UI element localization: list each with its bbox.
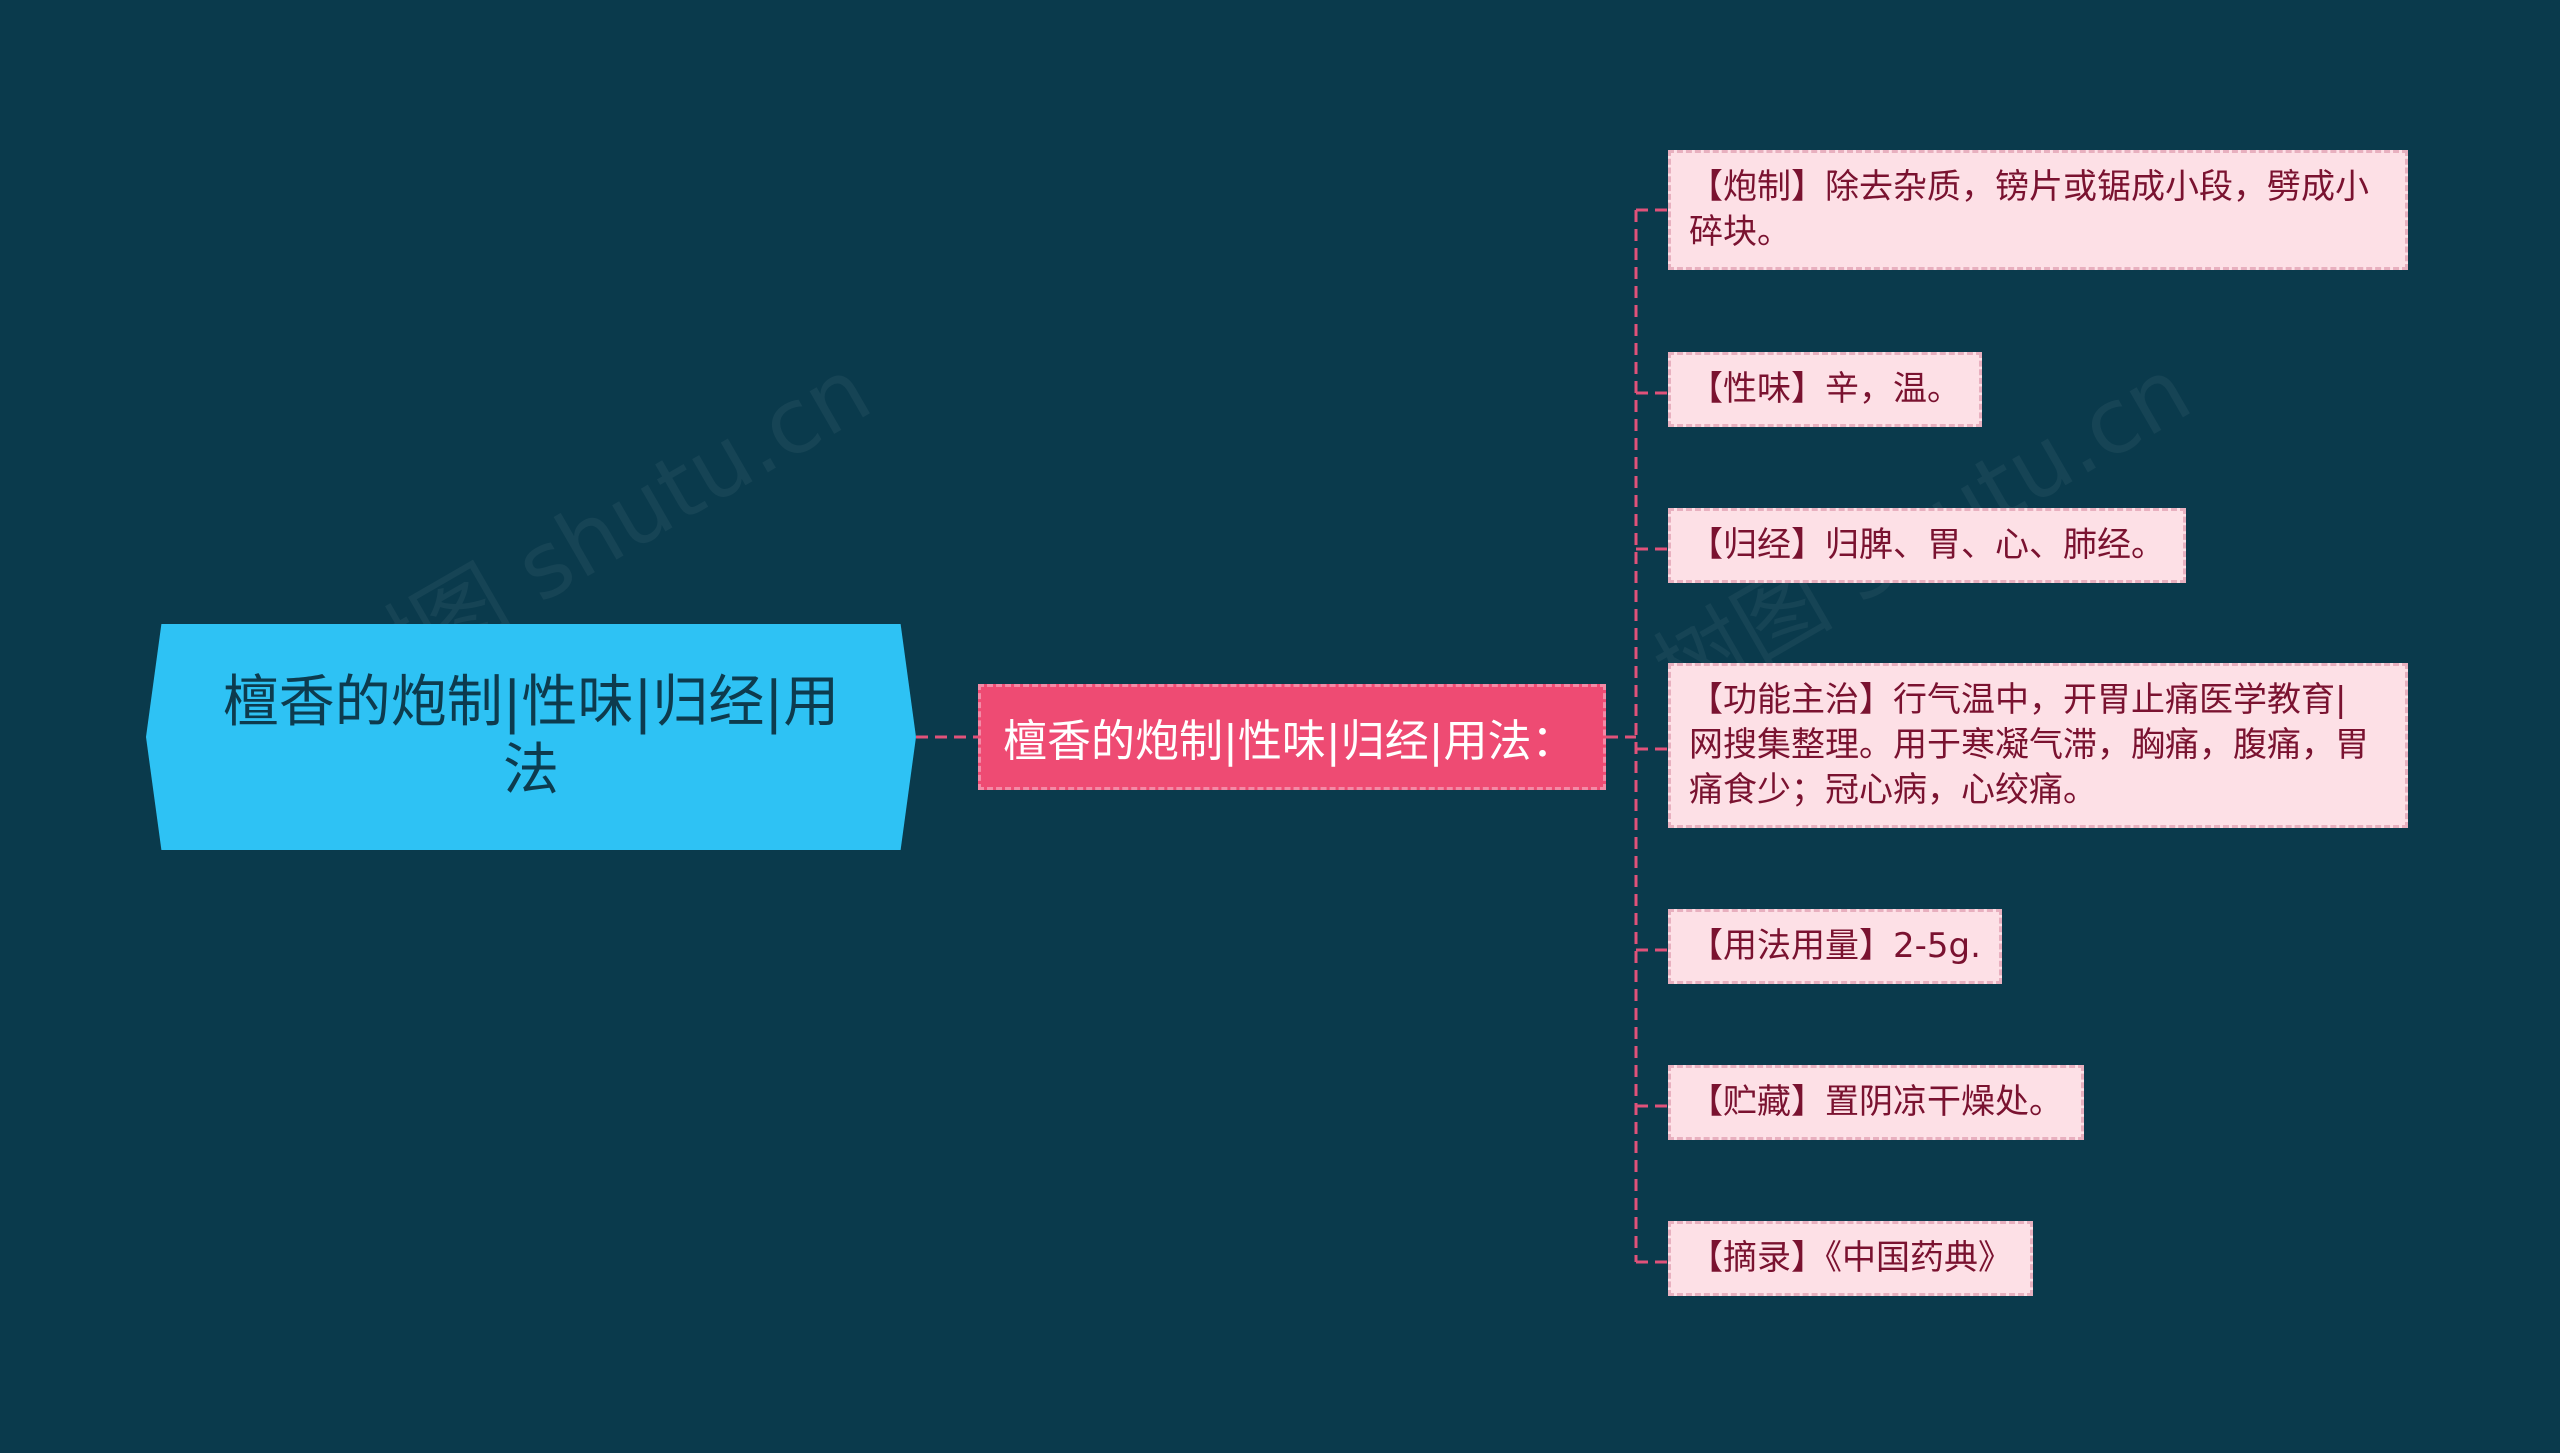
leaf-text-line: 【归经】归脾、胃、心、肺经。 — [1689, 525, 2165, 565]
leaf-node-nature[interactable]: 【性味】辛，温。 — [1668, 352, 1982, 427]
branch-node[interactable]: 檀香的炮制|性味|归经|用法： — [978, 684, 1606, 790]
leaf-node-source[interactable]: 【摘录】《中国药典》 — [1668, 1221, 2033, 1296]
leaf-text-line: 【用法用量】2-5g. — [1689, 926, 1981, 966]
leaf-text-line: 碎块。 — [1689, 212, 1791, 252]
leaf-text-line: 痛食少；冠心病，心绞痛。 — [1689, 770, 2097, 810]
leaf-text-line: 【功能主治】行气温中，开胃止痛医学教育| — [1689, 680, 2347, 720]
leaf-node-dosage[interactable]: 【用法用量】2-5g. — [1668, 909, 2002, 984]
leaf-text-line: 网搜集整理。用于寒凝气滞，胸痛，腹痛，胃 — [1689, 725, 2369, 765]
leaf-text-line: 【贮藏】置阴凉干燥处。 — [1689, 1082, 2063, 1122]
root-node[interactable]: 檀香的炮制|性味|归经|用法 — [146, 624, 916, 850]
leaf-node-indications[interactable]: 【功能主治】行气温中，开胃止痛医学教育| 网搜集整理。用于寒凝气滞，胸痛，腹痛，… — [1668, 663, 2408, 828]
leaf-text-line: 【摘录】《中国药典》 — [1689, 1238, 2012, 1278]
leaf-node-processing[interactable]: 【炮制】除去杂质，镑片或锯成小段，劈成小 碎块。 — [1668, 150, 2408, 270]
leaf-node-storage[interactable]: 【贮藏】置阴凉干燥处。 — [1668, 1065, 2084, 1140]
root-title: 檀香的炮制|性味|归经|用法 — [222, 670, 840, 803]
leaf-text-line: 【性味】辛，温。 — [1689, 369, 1961, 409]
leaf-node-meridian[interactable]: 【归经】归脾、胃、心、肺经。 — [1668, 508, 2186, 583]
branch-label: 檀香的炮制|性味|归经|用法： — [1003, 716, 1576, 767]
leaf-text-line: 【炮制】除去杂质，镑片或锯成小段，劈成小 — [1689, 167, 2369, 207]
